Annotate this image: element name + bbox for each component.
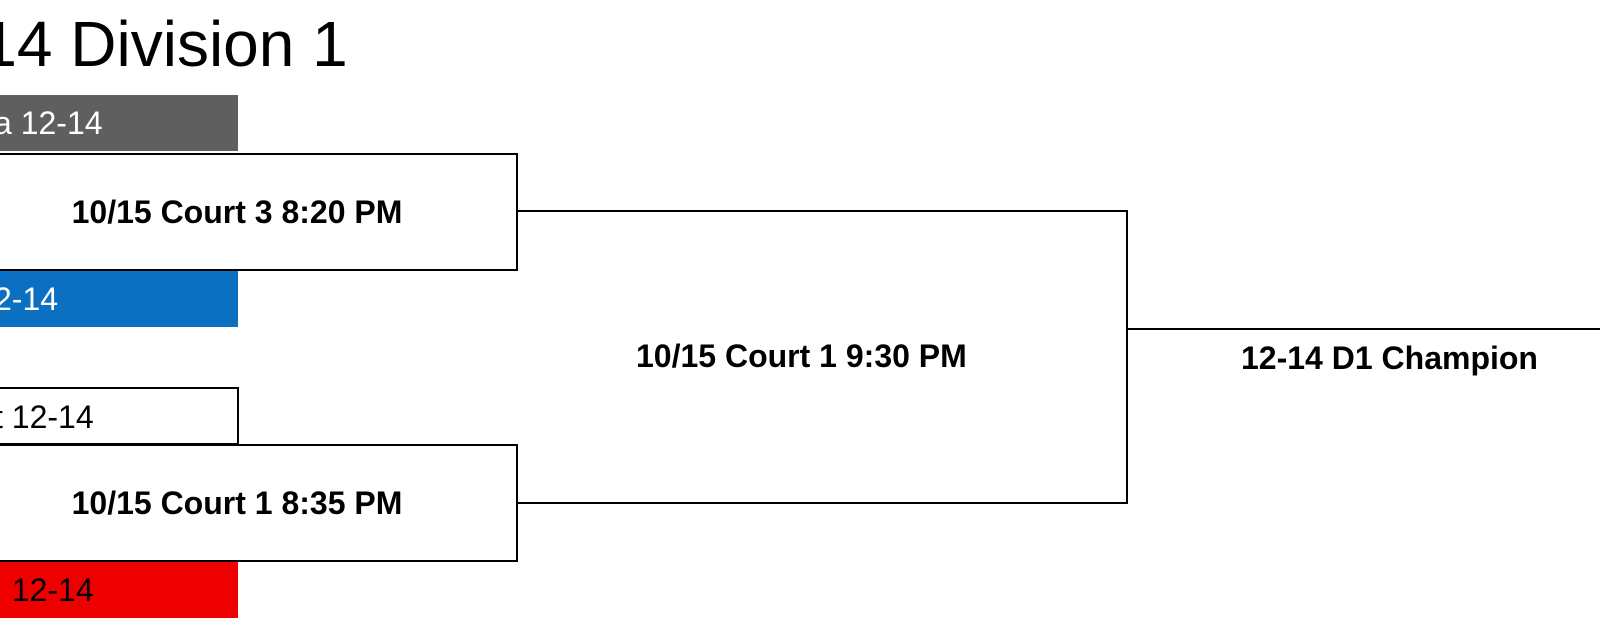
team-slot-2: 2-14 <box>0 271 238 327</box>
semifinal-game-1: 10/15 Court 3 8:20 PM <box>0 153 518 271</box>
connector-line-champion <box>1126 328 1600 330</box>
team-slot-3: t 12-14 <box>0 387 239 445</box>
bracket-title: -14 Division 1 <box>0 8 348 80</box>
champion-label: 12-14 D1 Champion <box>1241 340 1538 376</box>
semifinal-game-1-label: 10/15 Court 3 8:20 PM <box>71 193 403 230</box>
semifinal-game-2-label: 10/15 Court 1 8:35 PM <box>71 484 403 521</box>
team-slot-1: a 12-14 <box>0 95 238 151</box>
connector-line-vertical <box>1126 210 1128 504</box>
connector-line-top <box>518 210 1127 212</box>
semifinal-game-2: 10/15 Court 1 8:35 PM <box>0 444 518 562</box>
team-slot-4: : 12-14 <box>0 562 238 618</box>
final-game-label: 10/15 Court 1 9:30 PM <box>636 338 967 374</box>
connector-line-bottom <box>518 502 1127 504</box>
